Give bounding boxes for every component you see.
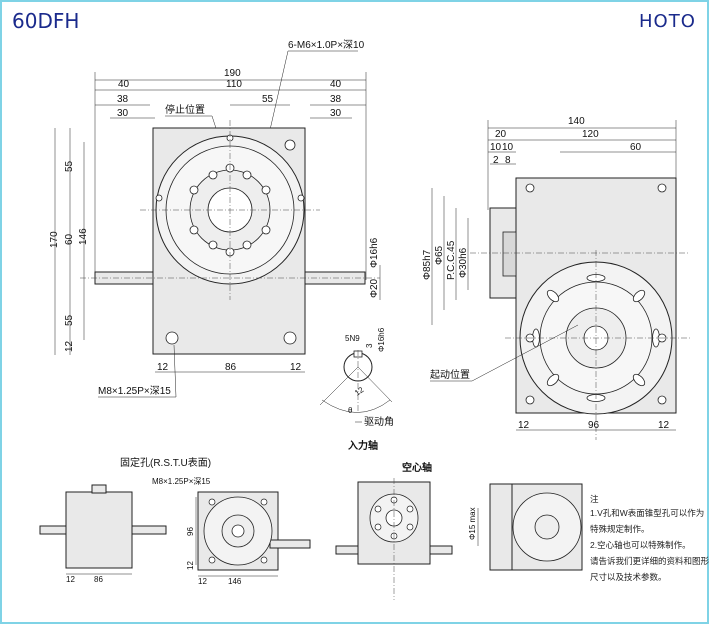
view-b-dim-96: 96 <box>186 527 195 536</box>
shaft-dim-12: 12 <box>353 385 366 398</box>
side-dim-96: 96 <box>588 420 600 431</box>
side-dim-120: 120 <box>582 129 599 140</box>
dim-110: 110 <box>226 79 242 90</box>
mount-callout: M8×1.25P×深15 <box>152 477 211 486</box>
note-line-1: 1.V孔和W表面锥型孔可以作为 <box>590 508 704 518</box>
note-line-4: 请告诉我们更详细的资料和图形 <box>590 556 709 566</box>
dim-40-left: 40 <box>118 79 130 90</box>
side-view: 140 20 120 10 10 60 2 8 Φ85h7 Φ65 P.C.C.… <box>422 116 690 440</box>
dim-146: 146 <box>78 228 89 245</box>
hollow-view-b <box>489 483 513 571</box>
view-b-dim-12: 12 <box>186 561 195 570</box>
shaft-key: 5N9 <box>345 334 360 343</box>
note-line-2: 特殊规定制作。 <box>590 524 650 534</box>
dim-38-right: 38 <box>330 94 342 105</box>
mount-view-a <box>65 491 133 569</box>
callout-tap-hole: 6-M6×1.0P×深10 <box>288 39 365 51</box>
note-line-3: 2.空心轴也可以特殊制作。 <box>590 540 691 550</box>
view-b-dim-146: 146 <box>228 577 242 586</box>
dim-12-b1: 12 <box>157 362 169 373</box>
dim-30-right: 30 <box>330 108 342 119</box>
side-dim-60: 60 <box>630 142 642 153</box>
dim-12-left: 12 <box>64 340 75 352</box>
dim-40-right: 40 <box>330 79 342 90</box>
model-number: 60DFH <box>12 9 79 33</box>
shaft-theta: θ <box>348 406 353 415</box>
side-dim-10b: 10 <box>502 142 514 153</box>
dim-60: 60 <box>64 233 75 245</box>
front-view: 190 40 110 40 38 55 38 30 30 6-M6×1.0P×深… <box>49 39 381 398</box>
shaft-dim-3: 3 <box>365 343 374 348</box>
dim-190: 190 <box>224 68 241 79</box>
mount-holes-title: 固定孔(R.S.T.U表面) <box>120 456 211 469</box>
side-dim-12b: 12 <box>658 420 670 431</box>
dim-55-top: 55 <box>64 160 75 172</box>
side-dim-85: Φ85h7 <box>422 249 433 280</box>
side-dim-140: 140 <box>568 116 585 127</box>
side-dim-2: 2 <box>493 155 499 166</box>
dim-86: 86 <box>225 362 237 373</box>
hollow-shaft-title: 空心轴 <box>402 461 432 474</box>
view-a-dim-12: 12 <box>66 575 75 584</box>
dim-170: 170 <box>49 231 60 248</box>
dim-38-left: 38 <box>117 94 129 105</box>
dim-shaft-20: Φ20 <box>369 278 380 298</box>
hollow-dim-15: Φ15 max <box>468 507 477 540</box>
side-dim-10a: 10 <box>490 142 502 153</box>
drive-angle-label: 驱动角 <box>364 416 394 428</box>
shaft-dim-16: Φ16h6 <box>377 327 386 352</box>
side-mount-holes <box>525 183 667 405</box>
dim-55: 55 <box>262 94 274 105</box>
side-dim-pcc: P.C.C.45 <box>446 240 457 280</box>
view-a-dim-86: 86 <box>94 575 103 584</box>
view-b-dim-12b: 12 <box>198 577 207 586</box>
side-dim-30: Φ30h6 <box>458 247 469 278</box>
notes: 注 1.V孔和W表面锥型孔可以作为 特殊规定制作。 2.空心轴也可以特殊制作。 … <box>590 494 709 582</box>
callout-start-position: 起动位置 <box>430 368 470 381</box>
dim-shaft-16: Φ16h6 <box>369 237 380 268</box>
bottom-views: 固定孔(R.S.T.U表面) M8×1.25P×深15 12 86 96 12 … <box>39 456 583 600</box>
dim-12-b2: 12 <box>290 362 302 373</box>
side-dim-65: Φ65 <box>434 245 445 265</box>
side-dim-20: 20 <box>495 129 507 140</box>
housing-mount-holes <box>155 134 305 345</box>
callout-mount-hole: M8×1.25P×深15 <box>98 385 171 397</box>
note-line-5: 尺寸以及技术参数。 <box>590 572 667 582</box>
side-dim-12a: 12 <box>518 420 530 431</box>
side-dim-8: 8 <box>505 155 511 166</box>
notes-title: 注 <box>590 494 599 504</box>
brand-name: HOTO <box>639 11 696 32</box>
shaft-detail: 5N9 3 Φ16h6 12 θ 驱动角 入力轴 <box>319 327 394 452</box>
callout-stop-position: 停止位置 <box>165 103 205 116</box>
dim-30-left: 30 <box>117 108 129 119</box>
dim-55-bottom: 55 <box>64 314 75 326</box>
input-shaft-title: 入力轴 <box>348 439 378 452</box>
